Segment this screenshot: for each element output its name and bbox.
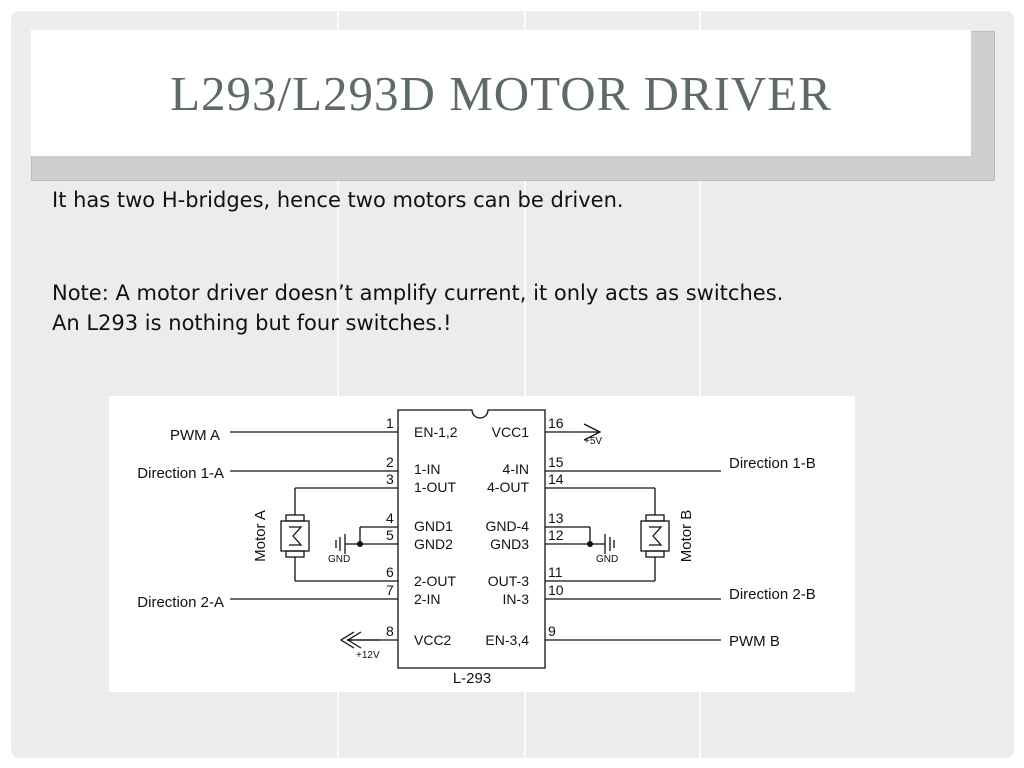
label-direction-1a: Direction 1-A [137,465,224,482]
label-motor-a: Motor A [252,510,269,562]
body-paragraph-2: Note: A motor driver doesn’t amplify cur… [52,281,784,335]
pin-name-gnd3: GND3 [490,536,529,552]
pin-number-12: 12 [548,527,564,543]
circuit-svg: 1 2 3 4 5 6 7 8 16 15 14 13 12 11 10 9 E… [137,409,816,687]
junction-dot-left [357,541,363,547]
ground-symbol-right [589,527,615,554]
pin-number-4: 4 [386,510,394,526]
label-gnd-left: GND [328,554,350,565]
pin-name-in3: IN-3 [503,591,530,607]
pin-name-2in: 2-IN [414,591,440,607]
pin-name-2out: 2-OUT [414,573,456,589]
label-plus-5v: +5V [584,436,602,447]
pin-name-1out: 1-OUT [414,479,456,495]
pin-number-7: 7 [386,582,394,598]
slide-title: L293/L293D Motor Driver [170,65,832,121]
pin-number-8: 8 [386,623,394,639]
pin-name-4in: 4-IN [503,461,529,477]
ground-symbol-left [335,527,361,554]
junction-dot-right [587,541,593,547]
pin-number-1: 1 [386,415,394,431]
pin-number-16: 16 [548,415,564,431]
pin-number-13: 13 [548,510,564,526]
pin-number-11: 11 [548,564,563,580]
pin-name-gnd2: GND2 [414,536,453,552]
background-line [337,11,339,758]
pin-number-10: 10 [548,582,564,598]
label-direction-2a: Direction 2-A [137,594,224,611]
pin-name-1in: 1-IN [414,461,440,477]
label-pwm-a: PWM A [170,427,220,444]
pin-number-5: 5 [386,527,394,543]
chip-body [397,409,546,669]
motor-a-symbol [280,488,310,581]
pin-number-9: 9 [548,623,556,639]
pin-number-15: 15 [548,454,564,470]
label-plus-12v: +12V [356,650,380,661]
pin-number-14: 14 [548,471,564,487]
supply-12v-arrow [339,631,379,649]
pin-number-2: 2 [386,454,394,470]
pin-number-6: 6 [386,564,394,580]
label-direction-2b: Direction 2-B [729,586,816,603]
pin-number-3: 3 [386,471,394,487]
title-box: L293/L293D Motor Driver [31,30,971,156]
chip-name-label: L-293 [453,670,491,687]
label-direction-1b: Direction 1-B [729,455,816,472]
l293-pinout-diagram: 1 2 3 4 5 6 7 8 16 15 14 13 12 11 10 9 E… [109,396,855,692]
pin-name-gnd4: GND-4 [485,518,529,534]
body-paragraph-1: It has two H-bridges, hence two motors c… [52,188,624,212]
label-motor-b: Motor B [678,510,695,563]
background-line [524,11,526,758]
pin-name-vcc2: VCC2 [414,632,452,648]
label-pwm-b: PWM B [729,633,780,650]
pin-name-en12: EN-1,2 [414,424,458,440]
pin-name-out3: OUT-3 [488,573,529,589]
pin-name-en34: EN-3,4 [485,632,529,648]
background-line [699,11,701,758]
pin-name-4out: 4-OUT [487,479,529,495]
label-gnd-right: GND [596,554,618,565]
supply-5v-arrow [583,423,602,441]
pin-name-vcc1: VCC1 [492,424,530,440]
pin-name-gnd1: GND1 [414,518,453,534]
motor-b-symbol [640,488,670,581]
